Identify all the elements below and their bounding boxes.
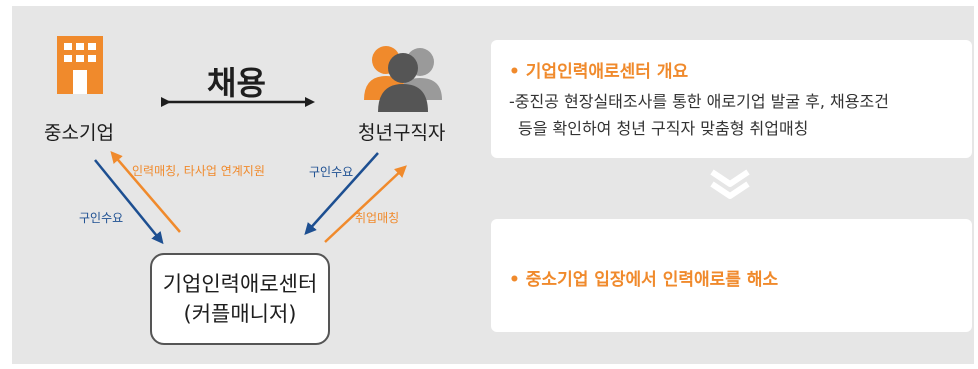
hire-label: 채용: [207, 64, 266, 102]
overview-card: • 기업인력애로센터 개요 -중진공 현장실태조사를 통한 애로기업 발굴 후,…: [491, 40, 972, 158]
sme-label: 중소기업: [44, 122, 114, 144]
result-card: • 중소기업 입장에서 인력애로를 해소: [491, 219, 972, 332]
chevron-down-icon: [710, 169, 750, 199]
overview-body-line-2: 등을 확인하여 청년 구직자 맞춤형 취업매칭: [518, 119, 809, 138]
center-node: 기업인력애로센터 (커플매니저): [150, 253, 330, 345]
people-icon: [364, 46, 442, 112]
building-icon: [57, 36, 103, 94]
center-to-sme-arrow: [110, 150, 181, 233]
sme-to-center-arrow: [94, 159, 164, 245]
sme-to-center-label: 구인수요: [79, 211, 124, 225]
center-to-seeker-arrow: [324, 165, 407, 243]
center-title: 기업인력애로센터: [162, 272, 318, 296]
result-title: • 중소기업 입장에서 인력애로를 해소: [509, 270, 779, 290]
center-to-sme-label: 인력매칭, 타사업 연계지원: [132, 164, 265, 178]
seeker-to-center-label: 구인수요: [309, 165, 354, 179]
overview-title: • 기업인력애로센터 개요: [509, 62, 689, 82]
center-subtitle: (커플매니저): [183, 302, 297, 326]
seeker-to-center-arrow: [304, 152, 379, 235]
overview-body-line-1: -중진공 현장실태조사를 통한 애로기업 발굴 후, 채용조건: [509, 92, 889, 111]
center-to-seeker-label: 취업매칭: [355, 211, 400, 225]
job-seeker-label: 청년구직자: [358, 122, 446, 144]
